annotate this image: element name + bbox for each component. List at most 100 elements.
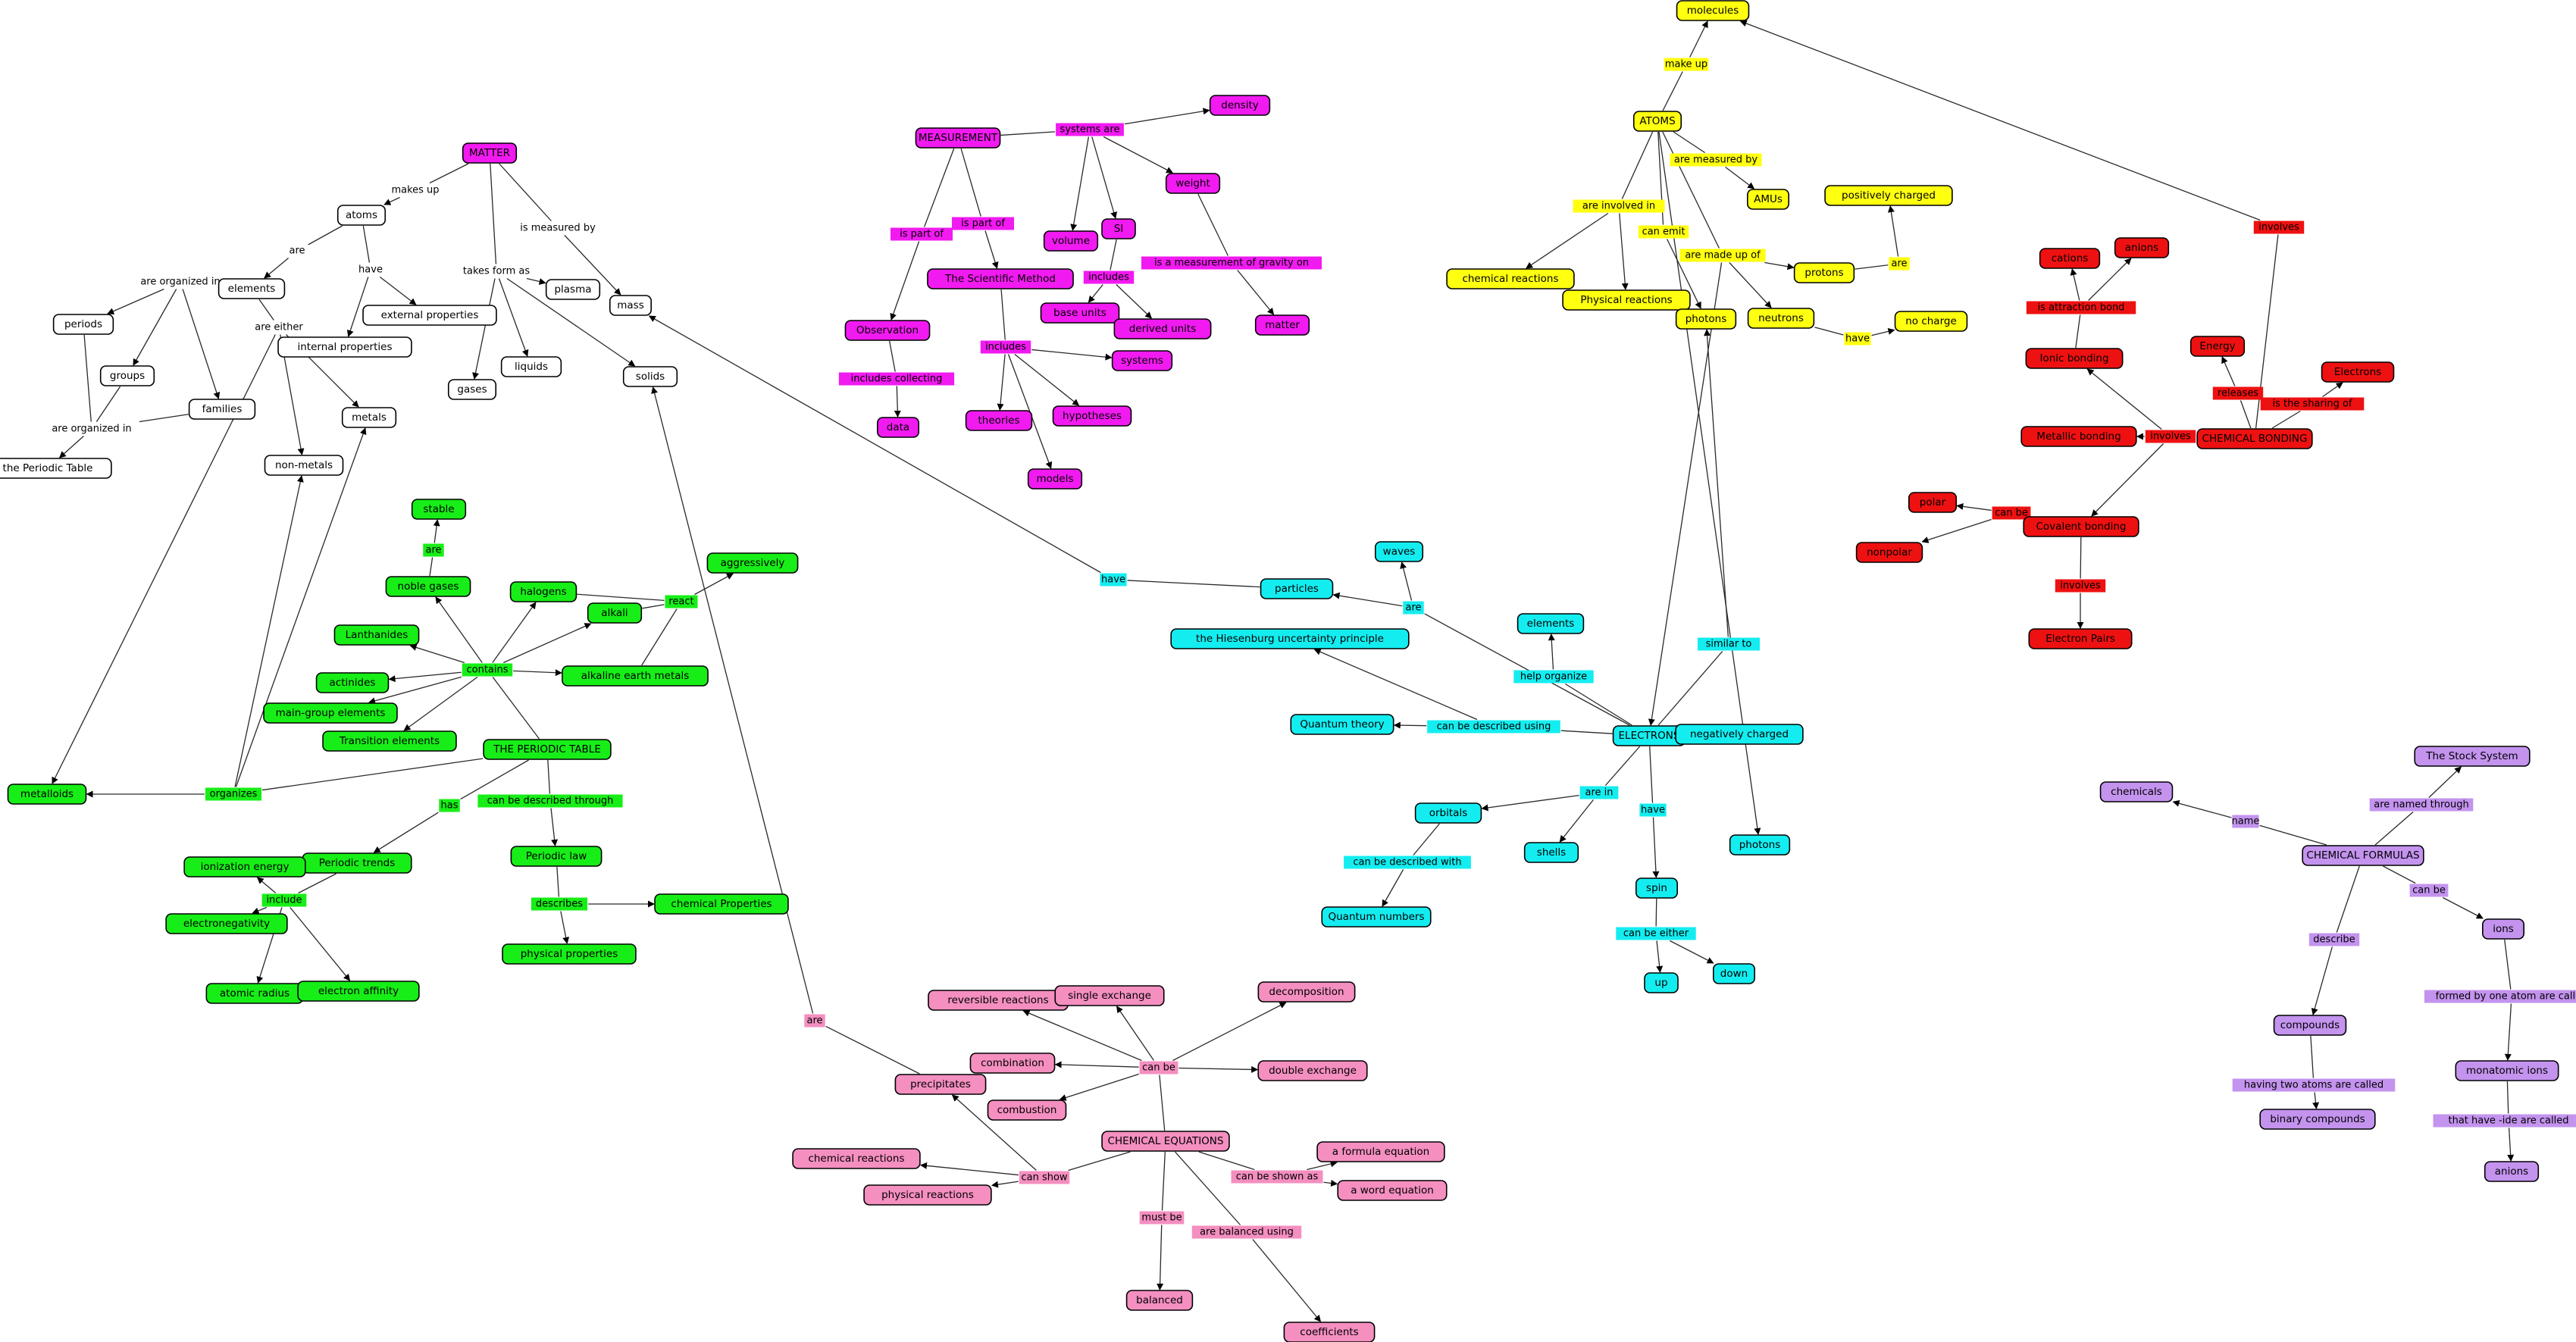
concept-node-periodic-trends[interactable]: Periodic trends [302, 852, 412, 874]
concept-node-chemicals[interactable]: chemicals [2099, 781, 2174, 802]
concept-node-periodic-table-w[interactable]: the Periodic Table [0, 458, 112, 479]
concept-node-ions[interactable]: ions [2482, 918, 2525, 940]
concept-node-chem-formulas[interactable]: CHEMICAL FORMULAS [2302, 845, 2424, 866]
concept-node-main-group[interactable]: main-group elements [263, 702, 398, 724]
concept-node-anions-r[interactable]: anions [2114, 237, 2170, 258]
concept-node-shells[interactable]: shells [1523, 842, 1579, 863]
concept-node-elements-w[interactable]: elements [218, 278, 286, 299]
concept-node-plasma[interactable]: plasma [545, 279, 601, 300]
concept-node-base-units[interactable]: base units [1040, 302, 1120, 324]
concept-node-up[interactable]: up [1644, 972, 1679, 993]
concept-node-groups[interactable]: groups [99, 365, 155, 386]
concept-node-chem-reactions-y[interactable]: chemical reactions [1446, 268, 1575, 289]
concept-node-waves[interactable]: waves [1374, 541, 1424, 562]
concept-node-quantum-numbers[interactable]: Quantum numbers [1321, 906, 1432, 928]
concept-node-photons-y[interactable]: photons [1675, 308, 1737, 330]
concept-node-stock-system[interactable]: The Stock System [2414, 746, 2531, 767]
concept-node-photons-c[interactable]: photons [1729, 834, 1791, 856]
concept-node-atoms-y[interactable]: ATOMS [1632, 111, 1682, 132]
concept-node-phys-reactions-p[interactable]: physical reactions [863, 1184, 992, 1206]
concept-node-data[interactable]: data [877, 417, 920, 438]
concept-node-decomposition[interactable]: decomposition [1257, 981, 1356, 1003]
concept-node-solids[interactable]: solids [622, 366, 678, 387]
concept-node-neg-charged[interactable]: negatively charged [1675, 724, 1804, 745]
concept-node-phys-reactions-y[interactable]: Physical reactions [1562, 289, 1691, 311]
concept-node-covalent[interactable]: Covalent bonding [2023, 516, 2139, 537]
concept-node-observation[interactable]: Observation [844, 320, 931, 341]
concept-node-no-charge[interactable]: no charge [1894, 311, 1968, 332]
concept-node-electron-affinity[interactable]: electron affinity [297, 981, 420, 1002]
concept-node-periods[interactable]: periods [52, 314, 114, 335]
concept-node-molecules[interactable]: molecules [1676, 0, 1750, 21]
concept-node-metals[interactable]: metals [341, 407, 397, 428]
concept-node-external-props[interactable]: external properties [362, 305, 497, 326]
concept-node-anions-p[interactable]: anions [2484, 1161, 2540, 1182]
concept-node-electrons-c[interactable]: ELECTRONS [1612, 725, 1686, 746]
concept-node-elements-c[interactable]: elements [1516, 613, 1585, 634]
concept-node-coefficients[interactable]: coefficients [1283, 1322, 1376, 1342]
concept-node-combustion[interactable]: combustion [987, 1100, 1067, 1121]
concept-node-aggressively[interactable]: aggressively [706, 552, 799, 574]
concept-node-energy[interactable]: Energy [2189, 336, 2246, 357]
concept-node-protons[interactable]: protons [1793, 262, 1855, 283]
concept-node-amus[interactable]: AMUs [1747, 189, 1790, 210]
concept-node-reversible[interactable]: reversible reactions [928, 990, 1069, 1011]
concept-node-transition[interactable]: Transition elements [322, 730, 457, 752]
concept-node-matter[interactable]: MATTER [462, 142, 518, 164]
concept-node-ionization[interactable]: ionization energy [183, 856, 306, 877]
concept-node-non-metals[interactable]: non-metals [264, 455, 344, 476]
concept-node-metalloids[interactable]: metalloids [7, 784, 87, 805]
concept-node-chem-equations[interactable]: CHEMICAL EQUATIONS [1101, 1131, 1230, 1152]
concept-node-theories[interactable]: theories [965, 410, 1033, 431]
concept-node-periodic-table-g[interactable]: THE PERIODIC TABLE [483, 739, 612, 760]
concept-node-polar[interactable]: polar [1908, 492, 1958, 513]
concept-node-single-exchange[interactable]: single exchange [1054, 985, 1165, 1006]
concept-node-combination[interactable]: combination [969, 1053, 1056, 1074]
concept-node-halogens[interactable]: halogens [509, 581, 577, 602]
concept-node-sci-method[interactable]: The Scientific Method [927, 268, 1074, 289]
concept-node-word-eq[interactable]: a word equation [1337, 1180, 1448, 1201]
concept-node-down[interactable]: down [1713, 963, 1756, 984]
concept-node-liquids[interactable]: liquids [500, 356, 562, 377]
concept-node-measurement[interactable]: MEASUREMENT [915, 127, 1001, 149]
concept-node-pos-charged[interactable]: positively charged [1824, 185, 1953, 206]
concept-node-atoms-w[interactable]: atoms [336, 205, 387, 226]
concept-node-internal-props[interactable]: internal properties [277, 336, 412, 358]
concept-node-heisenberg[interactable]: the Hiesenburg uncertainty principle [1170, 628, 1410, 649]
concept-node-periodic-law[interactable]: Periodic law [510, 846, 603, 867]
concept-node-neutrons[interactable]: neutrons [1747, 308, 1815, 329]
concept-node-nonpolar[interactable]: nonpolar [1855, 542, 1923, 563]
concept-node-cations[interactable]: cations [2039, 248, 2101, 269]
concept-node-quantum-theory[interactable]: Quantum theory [1290, 714, 1394, 735]
concept-node-alkaline-earth[interactable]: alkaline earth metals [562, 665, 709, 687]
concept-node-gases[interactable]: gases [447, 379, 497, 400]
concept-node-matter-m[interactable]: matter [1254, 314, 1310, 336]
concept-node-double-exchange[interactable]: double exchange [1257, 1060, 1368, 1081]
concept-node-binary[interactable]: binary compounds [2259, 1109, 2376, 1130]
concept-node-particles[interactable]: particles [1260, 578, 1334, 599]
concept-node-chem-bonding[interactable]: CHEMICAL BONDING [2196, 428, 2313, 449]
concept-node-density[interactable]: density [1209, 95, 1271, 116]
concept-node-metallic-bonding[interactable]: Metallic bonding [2020, 426, 2137, 447]
concept-node-phys-props[interactable]: physical properties [502, 943, 637, 965]
concept-node-chem-props[interactable]: chemical Properties [654, 893, 789, 915]
concept-node-lanthanides[interactable]: Lanthanides [333, 624, 420, 646]
concept-node-models[interactable]: models [1027, 468, 1083, 490]
concept-node-compounds[interactable]: compounds [2273, 1015, 2347, 1036]
concept-node-electrons-r[interactable]: Electrons [2321, 361, 2395, 383]
concept-node-alkali[interactable]: alkali [587, 602, 643, 624]
concept-node-actinides[interactable]: actinides [315, 672, 390, 693]
concept-node-electron-pairs[interactable]: Electron Pairs [2028, 628, 2133, 649]
concept-node-families[interactable]: families [188, 399, 256, 420]
concept-node-volume[interactable]: volume [1043, 230, 1099, 252]
concept-node-balanced[interactable]: balanced [1125, 1290, 1194, 1311]
concept-node-derived-units[interactable]: derived units [1113, 318, 1212, 339]
concept-node-electronegativity[interactable]: electronegativity [165, 913, 288, 934]
concept-node-stable[interactable]: stable [411, 499, 467, 520]
concept-node-mass[interactable]: mass [609, 295, 652, 316]
concept-node-chem-reactions-p[interactable]: chemical reactions [792, 1148, 921, 1169]
concept-node-formula-eq[interactable]: a formula equation [1316, 1141, 1445, 1162]
concept-node-noble-gases[interactable]: noble gases [385, 576, 471, 597]
concept-node-orbitals[interactable]: orbitals [1414, 802, 1482, 824]
concept-node-ionic-bonding[interactable]: Ionic bonding [2025, 348, 2124, 369]
